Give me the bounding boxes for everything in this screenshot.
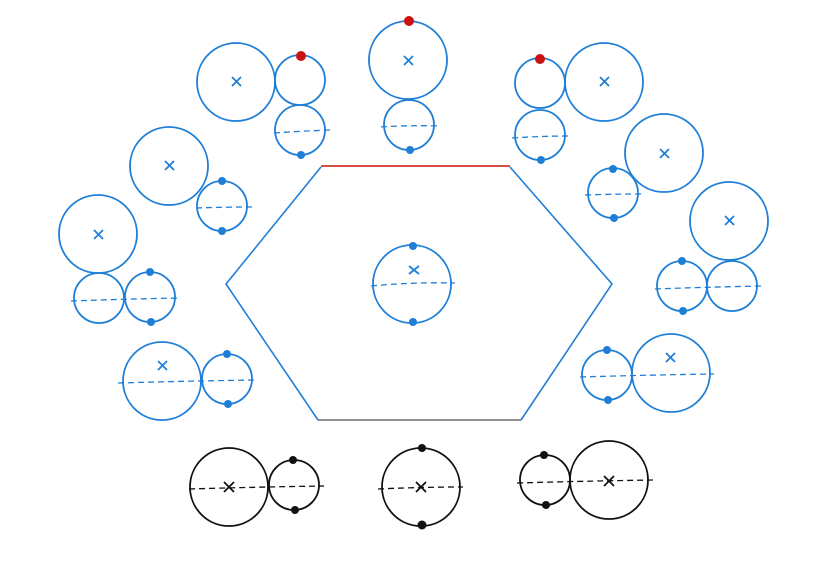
top-right-diagram <box>511 42 644 164</box>
circle <box>519 454 571 506</box>
lower-left-diagram <box>117 341 257 421</box>
cross-icon <box>403 55 414 66</box>
dot-icon <box>678 257 686 265</box>
cross-icon <box>93 229 104 240</box>
bottom-right-diagram <box>516 440 655 520</box>
center-diagram <box>370 242 456 326</box>
circle <box>129 126 209 206</box>
upper-left-diagram <box>129 126 253 235</box>
cross-icon <box>659 148 670 159</box>
dot-icon <box>291 506 299 514</box>
circle <box>274 54 326 106</box>
dashed-line <box>70 297 181 302</box>
circle <box>689 181 769 261</box>
dot-icon <box>218 177 226 185</box>
dot-icon <box>223 350 231 358</box>
circle <box>514 57 566 109</box>
dot-icon <box>297 151 305 159</box>
circle <box>372 244 452 324</box>
dot-icon <box>604 396 612 404</box>
dot-icon <box>296 51 306 61</box>
circle <box>124 271 176 323</box>
cross-icon <box>724 215 735 226</box>
lower-right-diagram <box>579 333 715 413</box>
cross-icon <box>157 360 168 371</box>
dot-icon <box>540 451 548 459</box>
dashed-line <box>579 373 715 378</box>
dot-icon <box>610 214 618 222</box>
top-center-diagram <box>368 16 448 154</box>
dashed-line <box>377 486 464 490</box>
central-hexagon <box>225 165 614 421</box>
circle <box>587 167 639 219</box>
dot-icon <box>289 456 297 464</box>
circle <box>631 333 711 413</box>
dot-icon <box>406 146 414 154</box>
middle-left-diagram <box>58 194 181 326</box>
upper-right-diagram <box>584 113 704 222</box>
dot-icon <box>537 156 545 164</box>
dot-icon <box>417 520 427 530</box>
circle <box>201 353 253 405</box>
hexagon-left-edges <box>225 166 322 421</box>
circle <box>624 113 704 193</box>
top-left-diagram <box>196 42 332 159</box>
dashed-line <box>516 479 655 484</box>
dashed-line <box>188 485 325 490</box>
bottom-left-diagram <box>188 447 325 527</box>
dot-icon <box>603 346 611 354</box>
circle <box>268 459 320 511</box>
cross-icon <box>223 481 235 493</box>
dot-icon <box>418 444 426 452</box>
dashed-line <box>370 282 456 287</box>
cross-icon <box>599 76 610 87</box>
dot-icon <box>409 242 417 250</box>
circle <box>656 260 708 312</box>
dashed-line <box>273 129 332 134</box>
dot-icon <box>147 318 155 326</box>
circle <box>514 109 566 161</box>
circle <box>73 272 125 324</box>
circle <box>196 180 248 232</box>
dashed-line <box>380 125 442 128</box>
dashed-line <box>195 206 253 209</box>
dot-icon <box>609 165 617 173</box>
dot-icon <box>146 268 154 276</box>
middle-right-diagram <box>654 181 769 315</box>
circle <box>383 99 435 151</box>
circle <box>189 447 269 527</box>
dashed-line <box>654 285 763 290</box>
cross-icon <box>408 265 420 275</box>
cross-icon <box>231 76 242 87</box>
dashed-line <box>117 379 257 384</box>
dot-icon <box>679 307 687 315</box>
circle <box>581 349 633 401</box>
dot-icon <box>224 400 232 408</box>
bottom-center-diagram <box>377 444 464 530</box>
dot-icon <box>542 501 550 509</box>
cross-icon <box>164 160 175 171</box>
dashed-line <box>584 193 643 196</box>
dot-icon <box>535 54 545 64</box>
dot-icon <box>409 318 417 326</box>
cross-icon <box>665 352 676 363</box>
dot-icon <box>404 16 414 26</box>
dashed-line <box>511 135 572 139</box>
dot-icon <box>218 227 226 235</box>
circle <box>564 42 644 122</box>
hexagon-right-edges <box>509 166 614 421</box>
